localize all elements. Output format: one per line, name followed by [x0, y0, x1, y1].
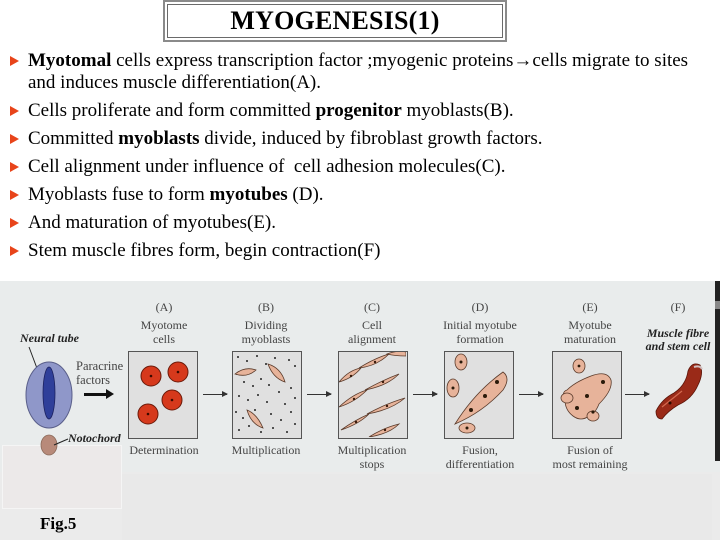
- paracrine-arrow-icon: [84, 389, 114, 399]
- stage-c-letter: (C): [364, 300, 380, 314]
- bullet-item: Cell alignment under influence of cell a…: [10, 156, 718, 178]
- factors-label: factors: [76, 373, 111, 387]
- figure-left-panel: [2, 445, 122, 509]
- stage-a-bottom: Determination: [129, 443, 199, 457]
- stage-b-title-2: myoblasts: [241, 332, 291, 346]
- bullet-item: Myoblasts fuse to form myotubes (D).: [10, 184, 718, 206]
- bullet-text-bold: myoblasts: [118, 128, 200, 149]
- stage-c-title-2: alignment: [348, 332, 396, 346]
- stage-a-panel: [128, 351, 198, 439]
- stage-d-bottom-2: differentiation: [445, 457, 515, 471]
- stage-e-bottom-2: most remaining: [552, 457, 628, 471]
- bullet-text: myoblasts(B).: [401, 100, 514, 121]
- notochord-label: Notochord: [68, 431, 121, 445]
- stage-a-letter: (A): [155, 300, 173, 314]
- right-arrow-icon: →: [513, 50, 533, 71]
- bullet-triangle-icon: [10, 218, 19, 228]
- stage-e-bottom-1: Fusion of: [567, 443, 613, 457]
- bullet-text: Cell alignment under influence of cell a…: [28, 156, 506, 177]
- bullet-item: Cells proliferate and form committed pro…: [10, 100, 718, 122]
- stage-f-letter: (F): [670, 300, 686, 314]
- slide-title-box: MYOGENESIS(1): [163, 0, 507, 42]
- stage-d-letter: (D): [471, 300, 489, 314]
- stage-a-title-1: Myotome: [140, 318, 188, 332]
- bullet-list: Myotomal cells express transcription fac…: [10, 50, 718, 268]
- muscle-fibre-icon: [655, 363, 703, 420]
- cell-alignment-icon: [337, 350, 407, 438]
- myogenesis-figure: Neural tube Notochord Paracrine factors …: [0, 281, 720, 540]
- stage-f-title-2: and stem cell: [645, 339, 711, 353]
- stage-d-bottom-1: Fusion,: [462, 443, 498, 457]
- stage-c-bottom-1: Multiplication: [337, 443, 407, 457]
- bullet-text: Myoblasts fuse to form: [28, 184, 210, 205]
- bullet-text: Cells proliferate and form committed: [28, 100, 316, 121]
- stage-d-panel: [444, 351, 514, 439]
- stage-c-panel: [337, 350, 408, 439]
- arrow-d-e-icon: [519, 391, 544, 397]
- bullet-triangle-icon: [10, 246, 19, 256]
- bullet-text-bold: myotubes: [209, 184, 288, 205]
- arrow-a-b-icon: [203, 391, 228, 397]
- stage-b-letter: (B): [258, 300, 274, 314]
- bullet-triangle-icon: [10, 134, 19, 144]
- bullet-item: And maturation of myotubes(E).: [10, 212, 718, 234]
- stage-b-title-1: Dividing: [244, 318, 288, 332]
- stage-e-title-1: Myotube: [568, 318, 612, 332]
- stage-d-title-2: formation: [456, 332, 504, 346]
- stage-e-panel: [552, 351, 622, 439]
- bullet-item: Committed myoblasts divide, induced by f…: [10, 128, 718, 150]
- bullet-text: (D).: [287, 184, 324, 205]
- bullet-text-bold: Myotomal: [28, 50, 112, 71]
- bullet-text: cells migrate to sites and induces muscl…: [28, 50, 689, 93]
- bullet-triangle-icon: [10, 106, 19, 116]
- neural-tube-label: Neural tube: [20, 331, 80, 345]
- arrow-c-d-icon: [413, 391, 438, 397]
- bullet-text: And maturation of myotubes(E).: [28, 212, 277, 233]
- myotube-maturation-icon: [560, 358, 612, 422]
- stage-a-title-2: cells: [153, 332, 175, 346]
- slide-title: MYOGENESIS(1): [230, 6, 440, 35]
- paracrine-label: Paracrine: [76, 359, 124, 373]
- bullet-text: divide, induced by fibroblast growth fac…: [199, 128, 543, 149]
- arrow-b-c-icon: [307, 391, 332, 397]
- myotome-cells-icon: [137, 361, 189, 425]
- bullet-text: Committed: [28, 128, 119, 149]
- bullet-text: Stem muscle fibres form, begin contracti…: [28, 240, 381, 261]
- figure-right-edge: [715, 281, 720, 461]
- myotube-formation-icon: [446, 353, 508, 434]
- stage-f-title-1: Muscle fibre: [646, 326, 710, 340]
- bullet-text: cells express transcription factor ;myog…: [111, 50, 514, 71]
- stage-c-title-1: Cell: [362, 318, 382, 332]
- bullet-triangle-icon: [10, 56, 19, 66]
- bullet-item: Myotomal cells express transcription fac…: [10, 50, 718, 94]
- stage-e-title-2: maturation: [564, 332, 616, 346]
- arrow-e-f-icon: [625, 391, 650, 397]
- figure-lower-panel: [122, 474, 712, 540]
- stage-d-title-1: Initial myotube: [443, 318, 517, 332]
- neural-tube-icon: [25, 346, 73, 456]
- stage-c-bottom-2: stops: [359, 457, 385, 471]
- bullet-triangle-icon: [10, 162, 19, 172]
- bullet-triangle-icon: [10, 190, 19, 200]
- stage-b-bottom: Multiplication: [231, 443, 301, 457]
- figure-caption: Fig.5: [40, 514, 77, 533]
- stage-b-panel: [232, 351, 302, 439]
- bullet-item: Stem muscle fibres form, begin contracti…: [10, 240, 718, 262]
- stage-e-letter: (E): [582, 300, 598, 314]
- bullet-text-bold: progenitor: [315, 100, 402, 121]
- dividing-myoblasts-icon: [234, 355, 296, 433]
